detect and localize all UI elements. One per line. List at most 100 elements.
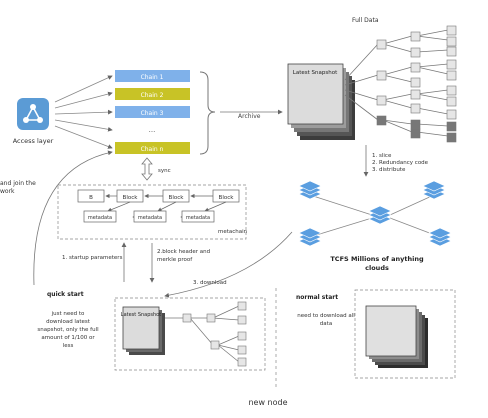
block-label: Block <box>169 195 185 201</box>
sync-label: sync <box>158 168 171 174</box>
storage-stack-icon <box>298 180 322 200</box>
tcfs-label: clouds <box>365 264 389 272</box>
tree-node <box>410 103 421 114</box>
normal-start-title: normal start <box>296 294 338 301</box>
access-arrows <box>54 75 113 149</box>
quick-snapshot-stack: Latest Snapshot <box>121 306 165 355</box>
metachain-label: metachain <box>218 229 248 235</box>
chain-label: Chain n <box>141 146 164 153</box>
quick-start-title: quick start <box>47 291 84 298</box>
tree-leaf <box>446 25 457 36</box>
quick-start-desc-line: snapshot, only the full <box>37 327 99 333</box>
storage-layer <box>428 227 452 239</box>
tree-node <box>410 77 421 88</box>
storage-layer <box>298 227 322 239</box>
snapshot-label: Latest Snapshot <box>293 70 338 76</box>
storage-nodes <box>298 180 452 247</box>
block: Block <box>162 189 190 203</box>
quick-start-desc-line: amount of 1/100 or <box>41 335 95 341</box>
distribute-step: 3. distribute <box>372 167 406 173</box>
normal-start-desc-line: need to download all <box>297 313 355 319</box>
block-header-label: 2.block header and <box>157 249 210 255</box>
left-label: work <box>0 188 15 195</box>
tree-node <box>376 39 387 50</box>
tree-leaf <box>446 59 457 70</box>
tree-leaf <box>446 121 457 132</box>
metadata-label: metadata <box>88 215 112 221</box>
quick-start-desc-line: less <box>63 343 74 349</box>
startup-label: 1. startup parameters <box>62 255 123 261</box>
chain-bar: Chain 1 <box>115 70 190 82</box>
metadata-label: metadata <box>186 215 210 221</box>
sync-arrow: sync <box>141 157 171 181</box>
access-layer-label: Access layer <box>13 137 54 145</box>
chain-label: Chain 1 <box>141 74 164 81</box>
tree-leaf <box>446 36 457 47</box>
tree-leaf <box>237 315 247 325</box>
chain-ellipsis: ... <box>149 126 156 134</box>
blockchain-blocks: B Block Block Block <box>77 189 240 203</box>
quick-start-desc-line: download latest <box>46 319 91 325</box>
storage-layer <box>298 180 322 192</box>
download-label: 3. download <box>193 280 227 286</box>
distribute-step: 2. Redundancy code <box>372 160 429 166</box>
block: Block <box>212 189 240 203</box>
tree-leaf <box>237 301 247 311</box>
full-data-tree-nodes <box>376 25 457 143</box>
metadata-nodes: metadata metadata metadata <box>83 210 215 223</box>
archive-label: Archive <box>238 113 261 120</box>
storage-stack-icon <box>298 227 322 247</box>
tree-leaf <box>446 46 457 57</box>
download-arrow <box>164 231 293 298</box>
quick-start-box <box>114 297 266 371</box>
tree-leaf <box>446 132 457 143</box>
access-layer-node: Access layer <box>13 98 54 145</box>
quick-start-desc: just need to download latest snapshot, o… <box>37 311 99 349</box>
tree-node <box>410 119 421 130</box>
tree-node <box>376 115 387 126</box>
chain-label: Chain 2 <box>141 92 164 99</box>
quick-tree <box>165 305 240 363</box>
tree-leaf <box>237 345 247 355</box>
normal-start-box <box>354 289 456 379</box>
metadata-box: metadata <box>83 210 117 223</box>
normal-start-desc-line: data <box>320 321 332 327</box>
tree-leaf <box>446 70 457 81</box>
storage-stack-icon <box>428 227 452 247</box>
quick-tree-nodes <box>182 301 247 367</box>
block-links <box>105 193 227 220</box>
chain-bar: Chain n <box>115 142 190 154</box>
tree-node <box>410 47 421 58</box>
block-label: Block <box>123 195 139 201</box>
left-label: and join the <box>0 180 36 187</box>
tcfs-network-links <box>309 194 441 238</box>
quick-start-desc-line: just need to <box>51 311 85 317</box>
tree-leaf <box>237 357 247 367</box>
full-data-snapshot-stack: Latest Snapshot <box>287 63 355 140</box>
tree-leaf <box>237 331 247 341</box>
network-icon <box>23 104 43 123</box>
block-label: Block <box>219 195 235 201</box>
storage-stack-icon <box>368 205 392 225</box>
chain-label: ... <box>149 126 156 134</box>
chain-bar: Chain 2 <box>115 88 190 100</box>
chain-list: Chain 1 Chain 2 Chain 3 ... Chain n <box>115 70 190 154</box>
distribute-step: 1. slice <box>372 153 392 159</box>
chain-bar: Chain 3 <box>115 106 190 118</box>
block-label: B <box>89 195 93 201</box>
new-node-label: new node <box>248 398 287 407</box>
chains-brace <box>199 71 216 155</box>
blockchain-box <box>57 184 247 240</box>
join-arrow <box>33 150 113 286</box>
storage-stack-icon <box>422 180 446 200</box>
tree-leaf <box>446 109 457 120</box>
chain-label: Chain 3 <box>141 110 164 117</box>
tree-node <box>410 31 421 42</box>
tree-node <box>376 70 387 81</box>
tree-node <box>410 62 421 73</box>
block-header-label: merkle proof <box>157 257 193 263</box>
full-data-title: Full Data <box>352 17 379 24</box>
tree-node <box>206 313 216 323</box>
tree-leaf <box>446 96 457 107</box>
